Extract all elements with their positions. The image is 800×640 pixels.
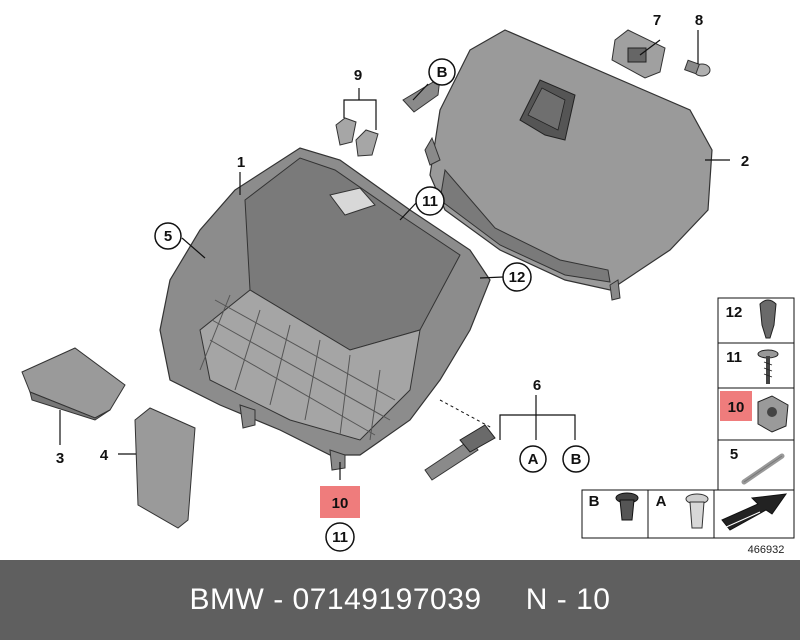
- screw-part-8: [684, 30, 711, 77]
- footer-part-number: 07149197039: [292, 583, 482, 616]
- footer-bar: BMW - 07149197039 N - 10: [0, 560, 800, 640]
- glovebox-lid-part-2: [402, 29, 713, 301]
- callout-a: A: [519, 445, 547, 473]
- svg-text:12: 12: [509, 269, 526, 286]
- svg-text:10: 10: [332, 495, 349, 512]
- callout-b-bottom: B: [562, 445, 590, 473]
- side-row-5: 5: [730, 446, 785, 485]
- side-cell-a: A: [656, 493, 709, 529]
- svg-text:5: 5: [164, 228, 172, 245]
- side-row-12: 12: [726, 299, 777, 339]
- side-parts-panel: [581, 297, 795, 539]
- footer-gap: [482, 583, 526, 617]
- callout-10-highlight: 10: [320, 486, 360, 518]
- callout-1: 1: [237, 154, 245, 171]
- side-row-11: 11: [726, 349, 779, 384]
- svg-text:B: B: [437, 64, 448, 81]
- cover-part-4: [118, 407, 196, 529]
- callout-5: 5: [154, 222, 182, 250]
- damper-part-6: [424, 395, 576, 481]
- side-cell-b: B: [589, 492, 639, 521]
- parts-diagram: 1 2 3 4 6 7 8 9 5 11 12 B A B 10 11: [21, 12, 795, 556]
- cover-part-3: [21, 347, 126, 445]
- callout-7: 7: [653, 12, 661, 29]
- svg-text:B: B: [589, 493, 600, 510]
- clips-part-9: [335, 88, 379, 157]
- footer-separator: -: [264, 583, 293, 616]
- diagram-reference-number: 466932: [748, 544, 785, 556]
- callout-8: 8: [695, 12, 703, 29]
- callout-b-top: B: [428, 58, 456, 86]
- callout-12: 12: [502, 262, 532, 292]
- callout-6: 6: [533, 377, 541, 394]
- side-row-10: 10: [720, 391, 789, 433]
- lock-cylinder-part-7: [611, 29, 666, 79]
- svg-text:10: 10: [728, 399, 745, 416]
- svg-text:B: B: [571, 451, 582, 468]
- svg-text:11: 11: [726, 349, 742, 366]
- svg-text:A: A: [528, 451, 539, 468]
- leader-lines: [181, 83, 730, 480]
- footer-brand: BMW: [189, 583, 265, 616]
- svg-text:A: A: [656, 493, 667, 510]
- callout-11-top: 11: [415, 186, 445, 216]
- svg-text:11: 11: [422, 193, 438, 210]
- footer-position: N - 10: [525, 583, 611, 616]
- arrow-icon: [721, 493, 788, 531]
- svg-text:5: 5: [730, 446, 738, 463]
- callout-9: 9: [354, 67, 362, 84]
- svg-text:11: 11: [332, 529, 348, 546]
- callout-3: 3: [56, 450, 64, 467]
- glovebox-housing-part-1: [159, 147, 491, 471]
- callout-2: 2: [741, 153, 749, 170]
- callout-4: 4: [100, 447, 109, 464]
- svg-text:12: 12: [726, 304, 743, 321]
- callout-11-bottom: 11: [325, 522, 355, 552]
